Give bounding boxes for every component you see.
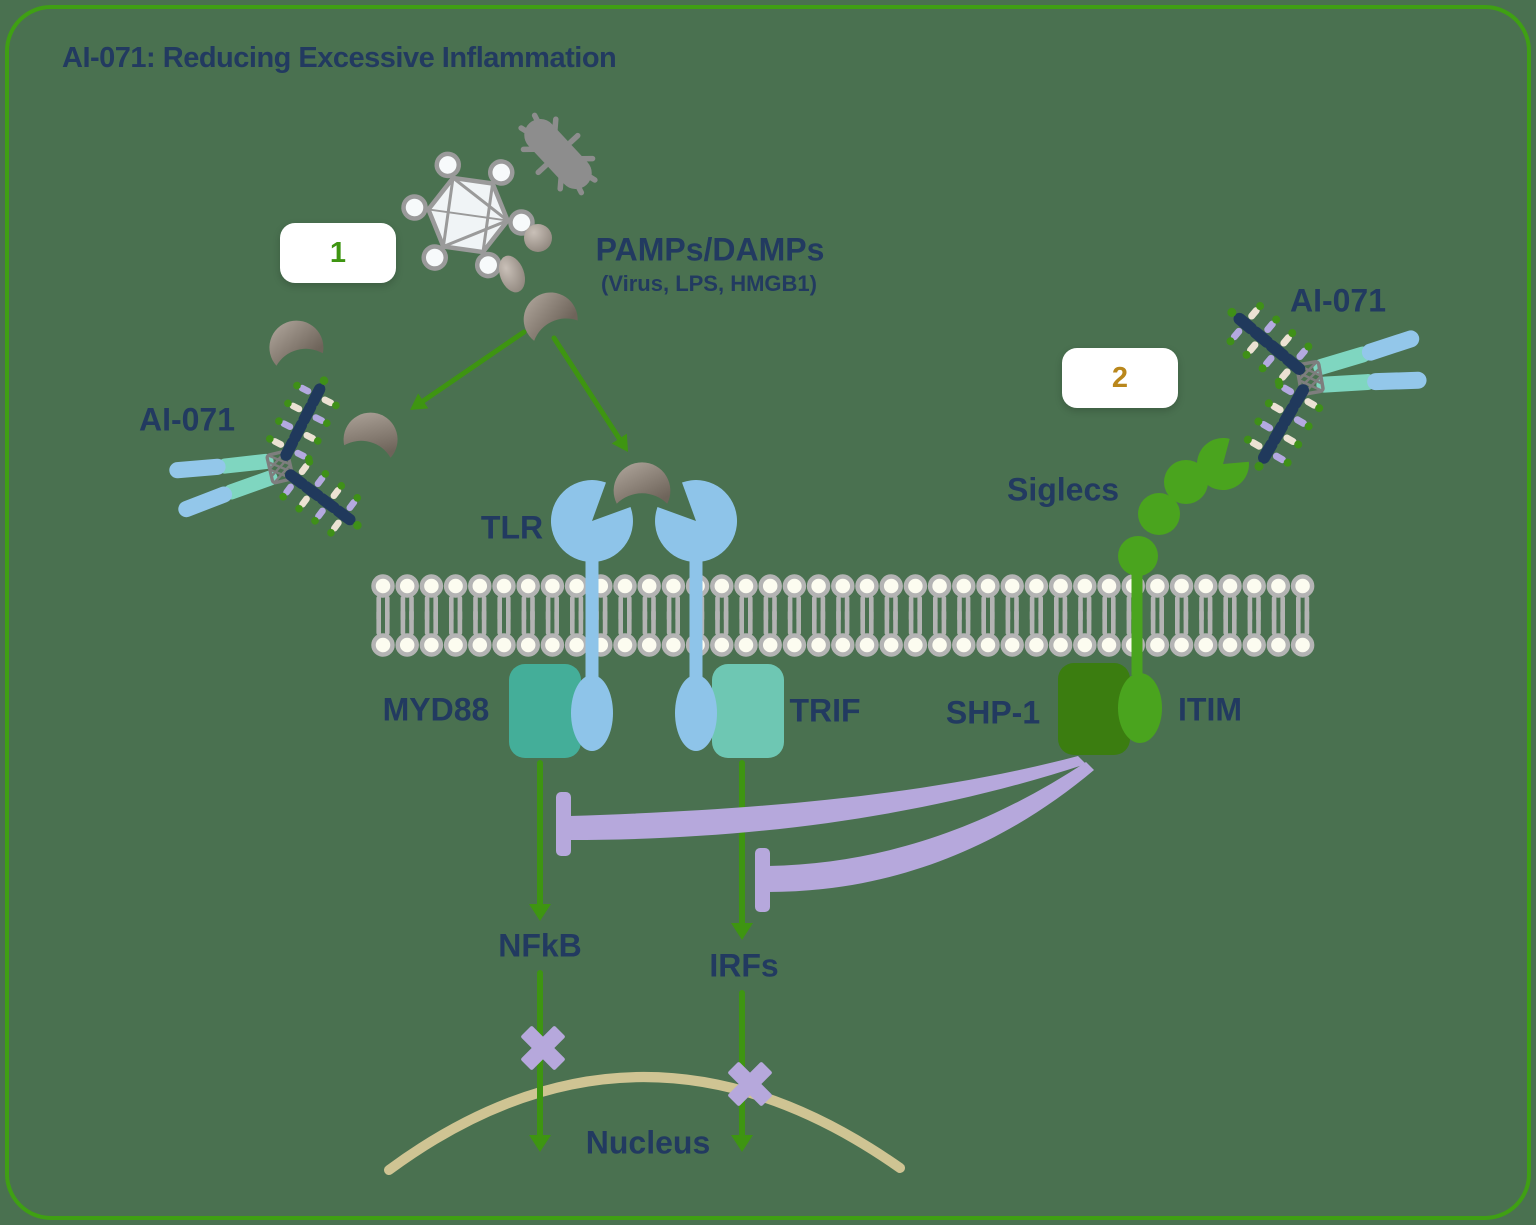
label-nfkb: NFkB <box>498 927 582 964</box>
lipid-bilayer-icon <box>371 574 1315 657</box>
label-pamps-sub: (Virus, LPS, HMGB1) <box>601 271 817 296</box>
label-ai071-left: AI-071 <box>138 401 236 438</box>
nucleus-arc-icon <box>384 1072 905 1175</box>
label-itim: ITIM <box>1178 691 1242 728</box>
blocked-x-icon <box>521 1026 772 1106</box>
shp1-phosphatase <box>1058 663 1130 755</box>
step-number-1: 1 <box>329 236 347 269</box>
page-title: AI-071: Reducing Excessive Inflammation <box>62 42 617 74</box>
label-shp1: SHP-1 <box>945 694 1041 731</box>
label-ai071-right: AI-071 <box>1289 282 1387 319</box>
label-pamps-damps: PAMPs/DAMPs <box>595 231 825 268</box>
step-number-2: 2 <box>1111 361 1129 394</box>
trif-adapter <box>712 664 784 758</box>
siglec-receptor-icon <box>1058 438 1250 755</box>
myd88-adapter <box>509 664 581 758</box>
label-irfs: IRFs <box>709 947 779 984</box>
step-badge-2: 2 <box>1062 348 1178 408</box>
pamp-crescent-icon <box>263 224 581 459</box>
label-siglecs: Siglecs <box>1006 471 1120 508</box>
itim-domain <box>1118 673 1162 743</box>
pamp-release-arrows <box>410 329 628 452</box>
antibody-ai071-right-icon <box>1226 302 1427 471</box>
bacterium-icon <box>518 112 598 196</box>
tlr-ligand-crescent <box>613 462 671 504</box>
label-tlr: TLR <box>480 509 544 546</box>
virus-icon <box>401 151 535 279</box>
tlr-receptor-icon <box>509 462 784 758</box>
label-trif: TRIF <box>789 692 861 729</box>
antibody-ai071-left-icon <box>169 376 362 537</box>
label-myd88: MYD88 <box>382 691 490 728</box>
label-nucleus: Nucleus <box>585 1124 711 1161</box>
inhibition-tbar-icon <box>556 756 1094 912</box>
step-badge-1: 1 <box>280 223 396 283</box>
